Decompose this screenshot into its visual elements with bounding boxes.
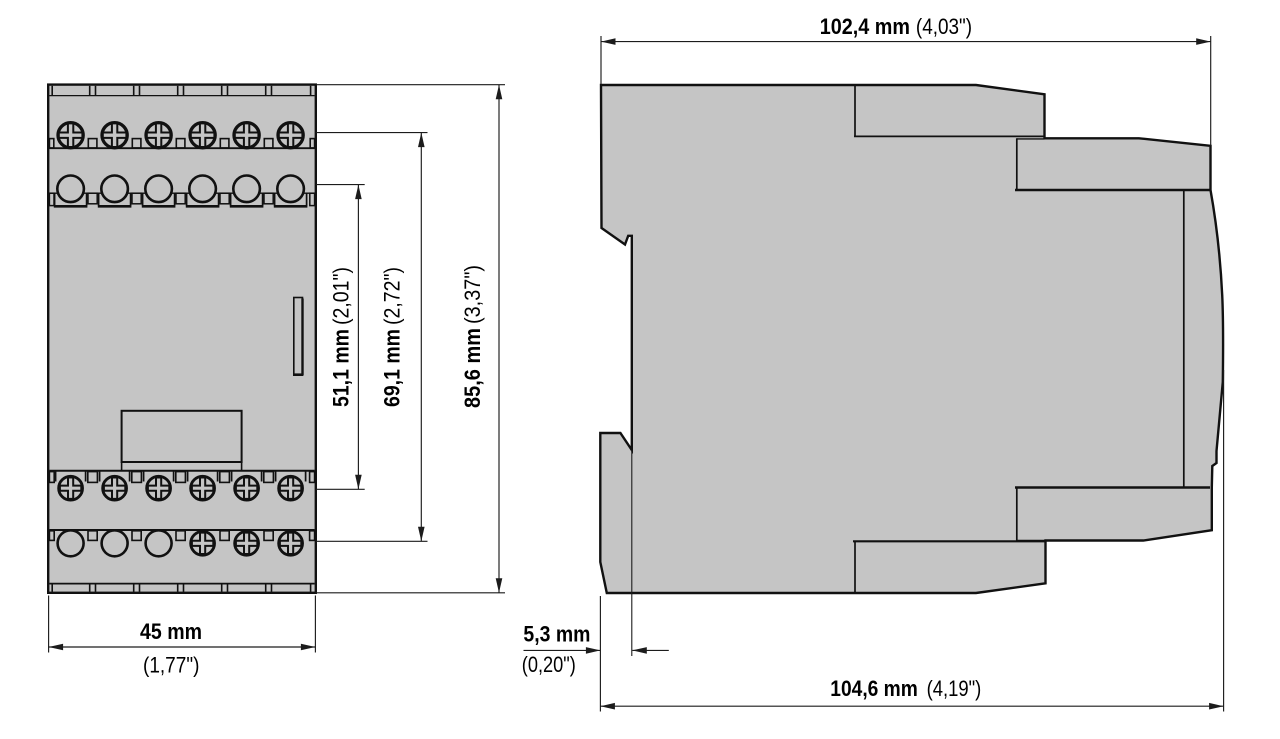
svg-text:5,3 mm: 5,3 mm bbox=[523, 621, 590, 646]
svg-text:104,6 mm: 104,6 mm bbox=[830, 676, 918, 701]
svg-text:45 mm: 45 mm bbox=[140, 619, 202, 644]
svg-text:51,1 mm: 51,1 mm bbox=[328, 329, 353, 407]
svg-text:(0,20"): (0,20") bbox=[522, 652, 576, 677]
svg-text:(2,01"): (2,01") bbox=[328, 267, 353, 325]
svg-text:(4,03"): (4,03") bbox=[916, 14, 972, 39]
svg-text:102,4 mm: 102,4 mm bbox=[820, 14, 910, 39]
svg-text:85,6 mm: 85,6 mm bbox=[460, 328, 485, 408]
svg-text:(2,72"): (2,72") bbox=[379, 267, 404, 325]
svg-text:(1,77"): (1,77") bbox=[143, 653, 199, 678]
svg-text:69,1 mm: 69,1 mm bbox=[379, 329, 404, 407]
svg-text:(4,19"): (4,19") bbox=[927, 676, 982, 701]
svg-text:(3,37"): (3,37") bbox=[460, 265, 485, 324]
